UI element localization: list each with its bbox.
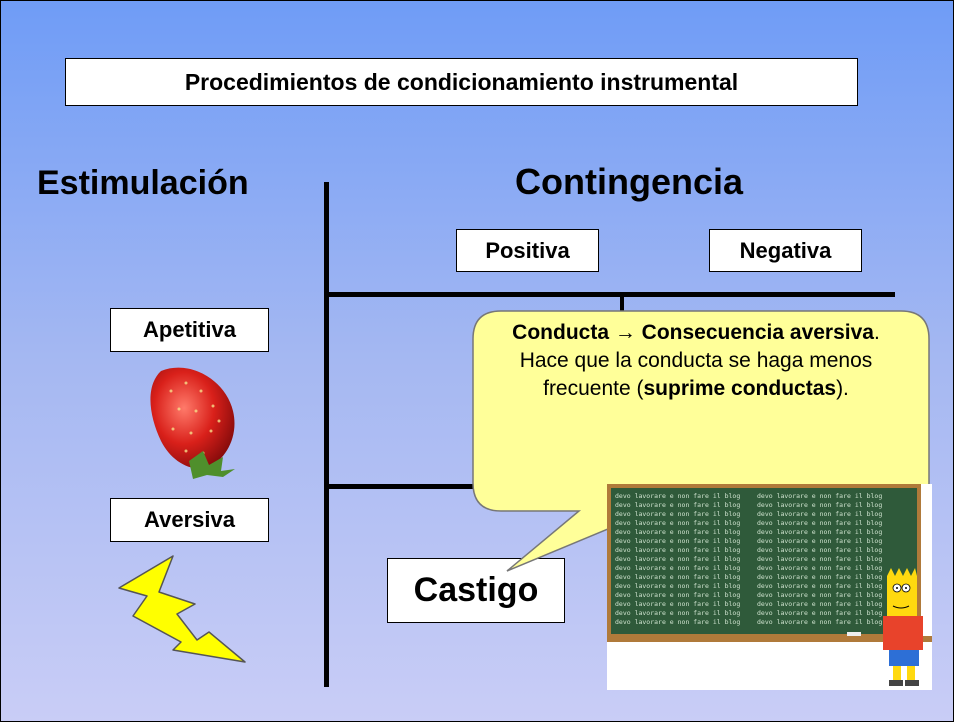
chalkboard-line: devo lavorare e non fare il blog xyxy=(757,600,882,608)
column-positive: Positiva xyxy=(456,229,599,272)
strawberry-image xyxy=(150,367,235,479)
table-horizontal-divider-top xyxy=(327,292,895,297)
row-appetitive: Apetitiva xyxy=(110,308,269,352)
chalkboard-line: devo lavorare e non fare il blog xyxy=(615,591,740,599)
chalkboard-line: devo lavorare e non fare il blog xyxy=(615,600,740,608)
table-vertical-divider xyxy=(324,182,329,687)
bubble-line2: Hace que la conducta se haga menos frecu… xyxy=(519,349,873,400)
chalkboard-line: devo lavorare e non fare il blog xyxy=(615,546,740,554)
bubble-text: Conducta → Consecuencia aversiva. Hace q… xyxy=(491,319,901,403)
chalkboard-line: devo lavorare e non fare il blog xyxy=(757,528,882,536)
bubble-line1-bold: Conducta → Consecuencia aversiva xyxy=(512,321,874,344)
chalkboard-line: devo lavorare e non fare il blog xyxy=(615,510,740,518)
chalkboard-line: devo lavorare e non fare il blog xyxy=(615,564,740,572)
column-negative: Negativa xyxy=(709,229,862,272)
chalkboard-line: devo lavorare e non fare il blog xyxy=(757,555,882,563)
heading-stimulation: Estimulación xyxy=(37,164,249,202)
chalkboard-line: devo lavorare e non fare il blog xyxy=(757,510,882,518)
chalkboard-line: devo lavorare e non fare il blog xyxy=(615,555,740,563)
bubble-line2-bold: suprime conductas xyxy=(643,377,837,400)
chalkboard-line: devo lavorare e non fare il blog xyxy=(615,519,740,527)
cell-castigo: Castigo xyxy=(387,558,565,623)
chalkboard-line: devo lavorare e non fare il blog xyxy=(757,591,882,599)
chalkboard-line: devo lavorare e non fare il blog xyxy=(615,582,740,590)
heading-contingency: Contingencia xyxy=(515,161,744,202)
bubble-line1-end: . xyxy=(873,321,880,344)
chalkboard-line: devo lavorare e non fare il blog xyxy=(757,582,882,590)
chalkboard-line: devo lavorare e non fare il blog xyxy=(615,492,740,500)
row-aversive: Aversiva xyxy=(110,498,269,542)
chalkboard-line: devo lavorare e non fare il blog xyxy=(615,618,740,626)
chalkboard-line: devo lavorare e non fare il blog xyxy=(615,501,740,509)
chalkboard-line: devo lavorare e non fare il blog xyxy=(615,537,740,545)
chalkboard-line: devo lavorare e non fare il blog xyxy=(757,609,882,617)
chalkboard-line: devo lavorare e non fare il blog xyxy=(757,573,882,581)
lightning-bolt-icon xyxy=(118,555,246,663)
chalkboard-line: devo lavorare e non fare il blog xyxy=(615,573,740,581)
bart-figure xyxy=(883,568,923,686)
chalkboard-line: devo lavorare e non fare il blog xyxy=(615,609,740,617)
table-column-divider xyxy=(620,292,624,322)
bubble-line2-end: ). xyxy=(836,377,849,400)
chalkboard-line: devo lavorare e non fare il blog xyxy=(757,546,882,554)
chalkboard-line: devo lavorare e non fare il blog xyxy=(757,564,882,572)
chalkboard-line: devo lavorare e non fare il blog xyxy=(757,519,882,527)
chalkboard-line: devo lavorare e non fare il blog xyxy=(615,528,740,536)
chalkboard-line: devo lavorare e non fare il blog xyxy=(757,501,882,509)
table-horizontal-divider-middle xyxy=(327,484,497,489)
slide-title: Procedimientos de condicionamiento instr… xyxy=(65,58,858,106)
chalkboard-line: devo lavorare e non fare il blog xyxy=(757,537,882,545)
chalkboard-line: devo lavorare e non fare il blog xyxy=(757,492,882,500)
chalkboard-line: devo lavorare e non fare il blog xyxy=(757,618,882,626)
